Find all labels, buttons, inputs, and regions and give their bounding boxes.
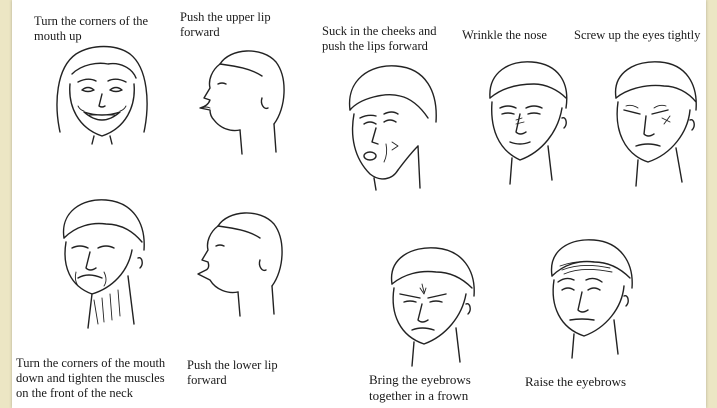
caption-neck: Turn the corners of the mouth down and t… xyxy=(16,356,191,401)
face-neck-tightened-illustration xyxy=(52,196,152,336)
face-wrinkled-nose-illustration xyxy=(482,58,572,188)
face-raised-eyebrows-illustration xyxy=(538,236,638,361)
caption-frown: Bring the eyebrows together in a frown xyxy=(369,372,509,404)
face-frown-illustration xyxy=(380,244,480,369)
face-cheeks-sucked-illustration xyxy=(340,62,440,192)
caption-eyes: Screw up the eyes tightly xyxy=(574,28,704,43)
caption-lower-lip: Push the lower lip forward xyxy=(187,358,307,388)
profile-upper-lip-illustration xyxy=(190,44,290,164)
profile-lower-lip-illustration xyxy=(188,206,288,326)
caption-nose: Wrinkle the nose xyxy=(462,28,572,43)
caption-smile: Turn the corners of the mouth up xyxy=(34,14,174,44)
exercise-sheet: Turn the corners of the mouth up Push th… xyxy=(12,0,706,408)
caption-raise-brows: Raise the eyebrows xyxy=(525,374,665,390)
caption-cheeks: Suck in the cheeks and push the lips for… xyxy=(322,24,462,54)
face-eyes-screwed-illustration xyxy=(602,58,702,188)
smiling-face-illustration xyxy=(52,44,152,144)
caption-upper-lip: Push the upper lip forward xyxy=(180,10,300,40)
